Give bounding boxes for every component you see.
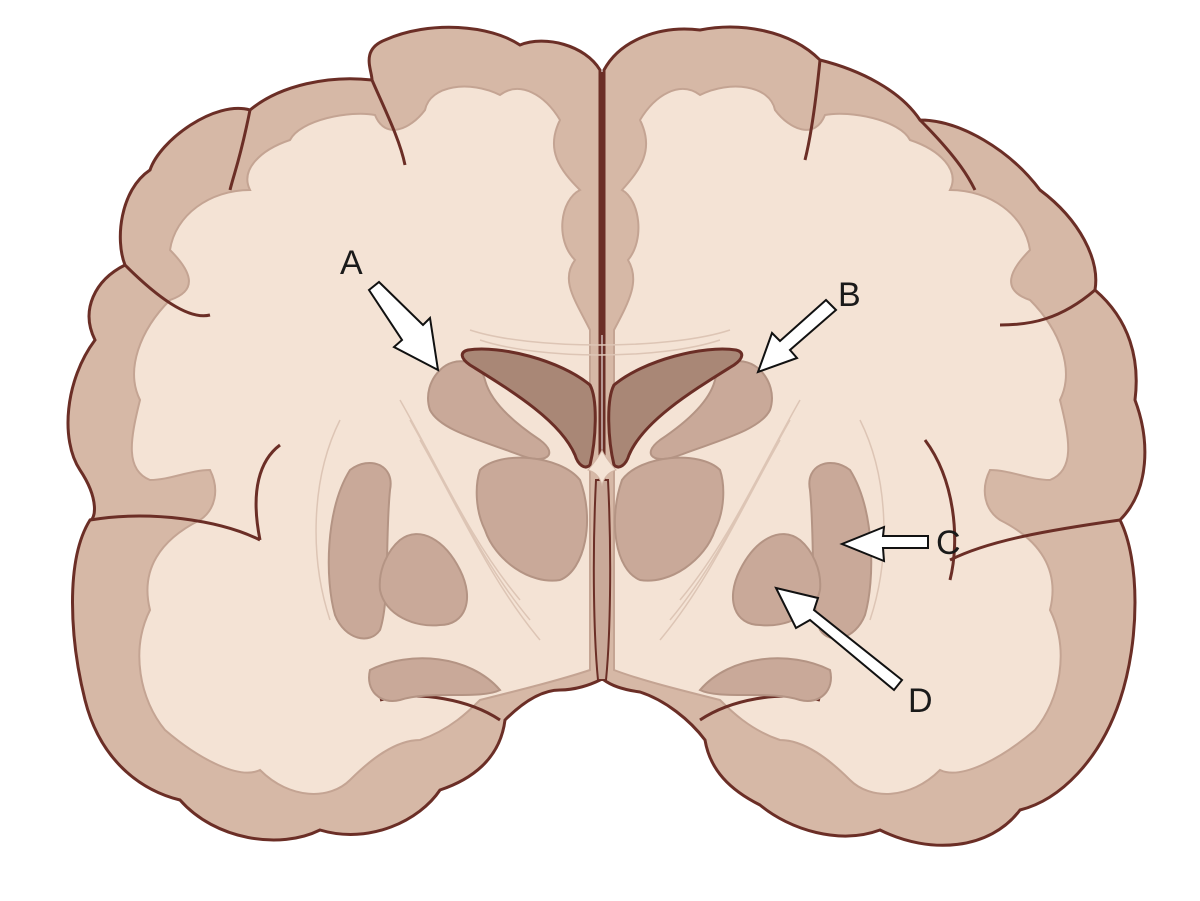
left-white-matter bbox=[130, 85, 591, 795]
arrow-c bbox=[839, 525, 929, 563]
lateral-ventricles bbox=[460, 347, 744, 469]
fornix bbox=[587, 448, 617, 487]
label-d: D bbox=[908, 682, 933, 720]
label-b: B bbox=[838, 276, 861, 314]
right-white-matter bbox=[613, 85, 1070, 795]
left-thalamus bbox=[475, 456, 588, 582]
label-a: A bbox=[340, 244, 363, 282]
arrows bbox=[367, 280, 929, 692]
right-ventricle bbox=[607, 347, 744, 469]
arrow-b bbox=[756, 298, 838, 374]
arrow-a bbox=[367, 280, 440, 372]
arrow-d bbox=[774, 586, 904, 692]
left-putamen bbox=[327, 461, 392, 640]
left-caudate bbox=[427, 360, 551, 460]
left-globus-pallidus bbox=[378, 533, 469, 627]
left-ventricle bbox=[460, 347, 597, 469]
white-matter bbox=[130, 85, 1070, 795]
fiber-tracts bbox=[315, 329, 885, 641]
label-c: C bbox=[936, 524, 961, 562]
right-thalamus bbox=[613, 456, 725, 582]
third-ventricle bbox=[592, 479, 612, 681]
